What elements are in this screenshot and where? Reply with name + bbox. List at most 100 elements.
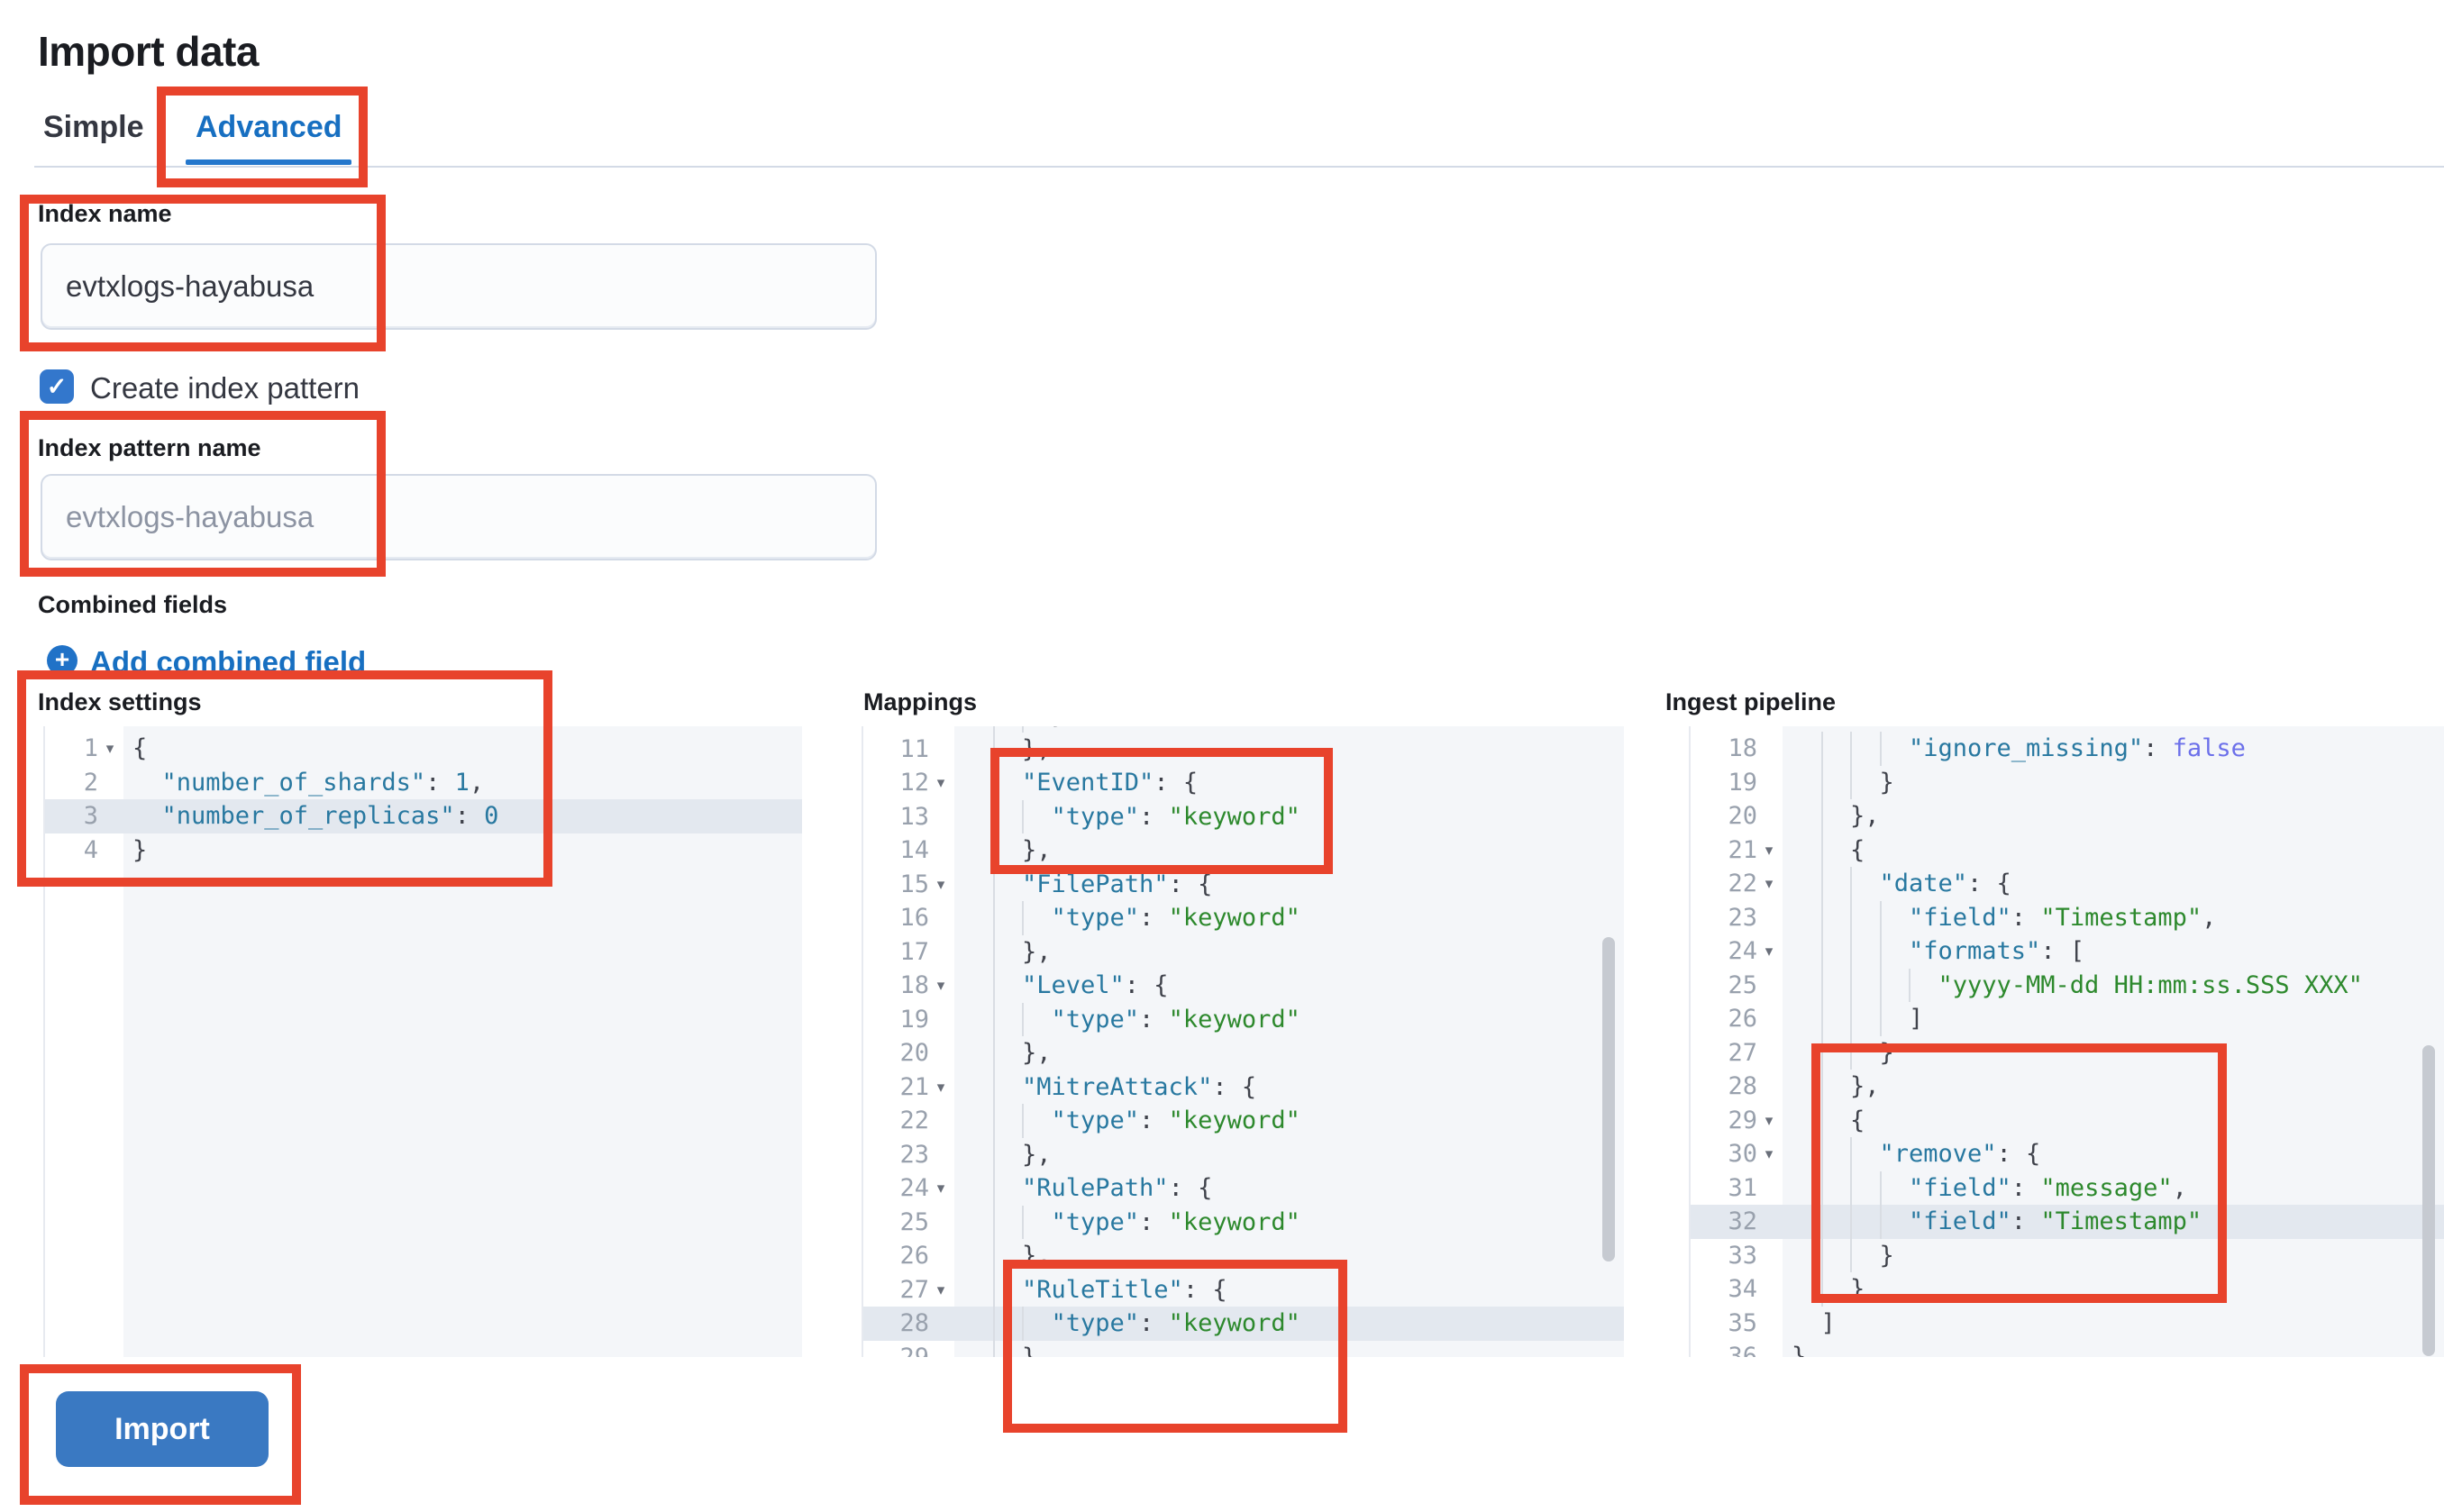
code-line[interactable]: 34} [1691,1272,2444,1307]
line-number: 32 [1728,1207,1757,1235]
code-line[interactable]: 19} [1691,765,2444,799]
code-line[interactable]: 20}, [863,1036,1624,1070]
code-line[interactable]: 28"type": "keyword" [863,1307,1624,1341]
fold-arrow-icon[interactable]: ▾ [1765,875,1774,892]
code-line[interactable]: 35] [1691,1307,2444,1341]
add-combined-field-link[interactable]: Add combined field [90,645,367,679]
plus-in-circle-icon[interactable]: + [47,645,78,676]
code-line[interactable]: 28}, [1691,1070,2444,1104]
index-name-input[interactable] [41,243,877,330]
create-index-pattern-label[interactable]: Create index pattern [90,371,360,405]
code-token: "EventID" [1022,769,1154,797]
fold-arrow-icon[interactable]: ▾ [1765,943,1774,960]
code-line[interactable]: 13"type": "keyword" [863,799,1624,833]
code-line[interactable]: 1▾{ [45,732,802,766]
code-line[interactable]: 12▾"EventID": { [863,766,1624,800]
index-pattern-name-input[interactable] [41,474,877,560]
indent-guide [992,1340,1023,1357]
code-line[interactable]: 31"field": "message", [1691,1170,2444,1206]
code-line[interactable]: 29▾{ [1691,1103,2444,1137]
fold-arrow-placeholder [1757,901,1781,935]
mappings-scrollbar[interactable] [1602,937,1615,1262]
code-line[interactable]: 20}, [1691,799,2444,833]
code-line[interactable]: 22▾"date": { [1691,867,2444,901]
code-line[interactable]: 4} [45,833,802,868]
code-line[interactable]: 18"ignore_missing": false [1691,732,2444,766]
fold-arrow-icon[interactable]: ▾ [936,875,945,893]
code-token: "type" [1051,1207,1140,1236]
combined-fields-label: Combined fields [38,591,228,618]
code-line[interactable]: 14}, [863,833,1624,868]
fold-arrow-icon[interactable]: ▾ [936,774,945,791]
code-line[interactable]: 21▾"MitreAttack": { [863,1070,1624,1104]
code-line[interactable]: 3"number_of_replicas": 0 [45,799,802,833]
code-line[interactable]: 23"field": "Timestamp", [1691,900,2444,935]
indent-guide [1820,833,1851,867]
create-index-pattern-checkbox[interactable]: ✓ [40,369,74,404]
indent-guide [1850,867,1880,901]
import-button[interactable]: Import [56,1391,269,1467]
code-token: "keyword" [1168,1309,1300,1337]
code-line[interactable]: } [863,726,1624,733]
indent-space [1792,833,1821,868]
fold-arrow-icon[interactable]: ▾ [1765,841,1774,859]
code-line[interactable]: 33} [1691,1238,2444,1273]
fold-arrow-icon[interactable]: ▾ [936,1280,945,1298]
code-line[interactable]: 26] [1691,1002,2444,1036]
ingest-pipeline-scrollbar[interactable] [2422,1045,2435,1356]
code-line[interactable]: 27▾"RuleTitle": { [863,1272,1624,1307]
code-line[interactable]: 2"number_of_shards": 1, [45,766,802,800]
code-line[interactable]: 25"type": "keyword" [863,1205,1624,1239]
fold-arrow-placeholder [98,799,122,833]
code-line[interactable]: 19"type": "keyword" [863,1002,1624,1036]
mappings-editor[interactable]: }11},12▾"EventID": {13"type": "keyword"1… [862,726,1624,1357]
indent-space [963,868,993,902]
code-token: "ignore_missing" [1909,734,2144,762]
fold-arrow-placeholder [1757,1239,1781,1273]
code-line[interactable]: 27} [1691,1035,2444,1070]
indent-space [963,1171,993,1206]
code-line[interactable]: 29}, [863,1340,1624,1357]
code-token: , [469,768,485,797]
code-line[interactable]: 18▾"Level": { [863,969,1624,1003]
indent-guide [992,1239,1023,1273]
code-line[interactable]: 17}, [863,934,1624,969]
code-line[interactable]: 36} [1691,1340,2444,1357]
code-token: "type" [1051,802,1140,831]
fold-arrow-icon[interactable]: ▾ [936,1180,945,1197]
code-line[interactable]: 16"type": "keyword" [863,901,1624,935]
indent-guide [1820,1238,1851,1272]
code-line[interactable]: 23}, [863,1137,1624,1171]
code-line[interactable]: 25"yyyy-MM-dd HH:mm:ss.SSS XXX" [1691,968,2444,1003]
fold-arrow-icon[interactable]: ▾ [1765,1145,1774,1162]
indent-guide [1022,1104,1052,1138]
line-number: 25 [899,1207,929,1236]
indent-space [1792,1307,1821,1341]
code-line[interactable]: 30▾"remove": { [1691,1137,2444,1171]
index-settings-editor[interactable]: 1▾{2"number_of_shards": 1,3"number_of_re… [43,726,802,1357]
fold-arrow-icon[interactable]: ▾ [936,1078,945,1096]
line-number: 26 [1728,1005,1757,1033]
code-line[interactable]: 22"type": "keyword" [863,1104,1624,1138]
code-line[interactable]: 32"field": "Timestamp" [1691,1205,2444,1239]
code-line[interactable]: 11}, [863,732,1624,766]
fold-arrow-icon[interactable]: ▾ [1765,1111,1774,1129]
code-line[interactable]: 21▾{ [1691,833,2444,868]
fold-arrow-placeholder [929,901,953,935]
code-token: "keyword" [1168,1207,1300,1236]
fold-arrow-placeholder [1757,1171,1781,1206]
indent-guide [1820,1272,1851,1307]
code-line[interactable]: 26}, [863,1239,1624,1273]
line-number: 24 [899,1174,929,1202]
indent-space [1792,969,1821,1003]
code-token: 0 [484,802,499,830]
tab-simple[interactable]: Simple [43,110,144,144]
code-line[interactable]: 15▾"FilePath": { [863,867,1624,902]
indent-space [1792,1002,1821,1036]
fold-arrow-icon[interactable]: ▾ [105,740,114,757]
code-line[interactable]: 24▾"RulePath": { [863,1171,1624,1206]
code-line[interactable]: 24▾"formats": [ [1691,934,2444,969]
tab-advanced[interactable]: Advanced [196,110,342,144]
fold-arrow-icon[interactable]: ▾ [936,977,945,994]
